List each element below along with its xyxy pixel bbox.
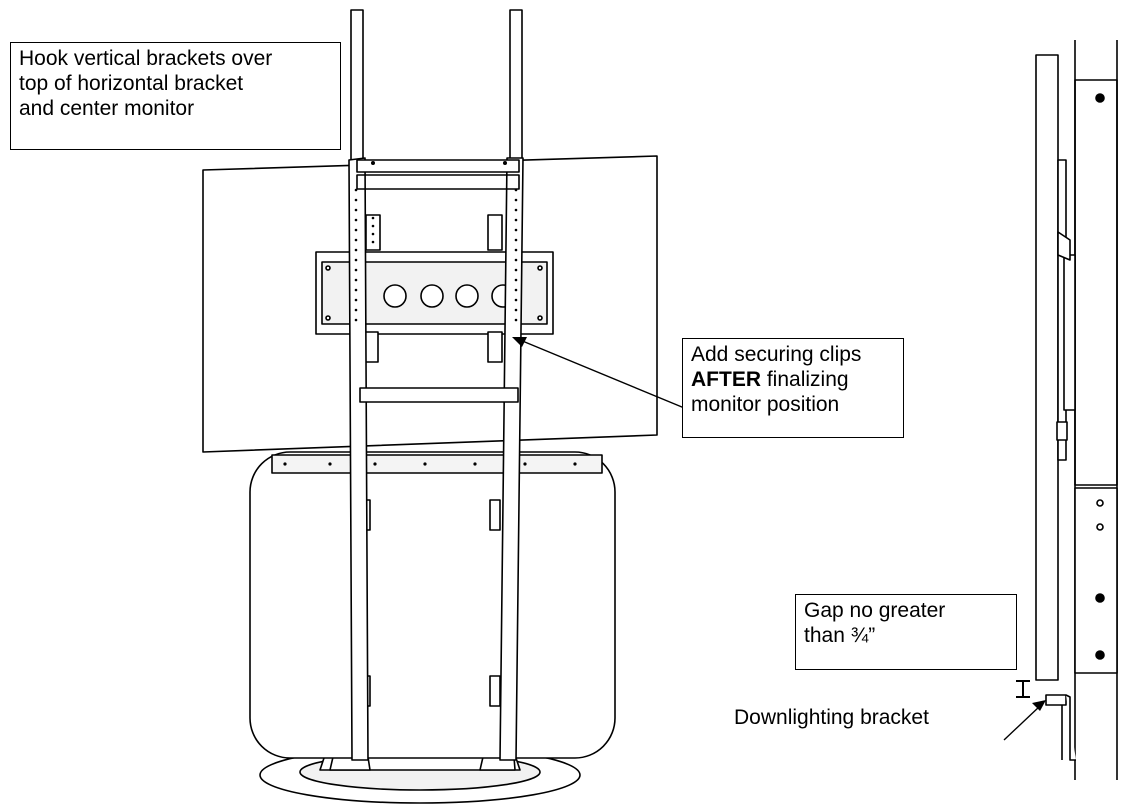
hook-brackets-callout: Hook vertical brackets over top of horiz…	[10, 42, 341, 150]
securing-clips-callout: Add securing clips AFTER finalizing moni…	[682, 338, 904, 438]
clips-callout-emphasis: AFTER	[691, 368, 761, 391]
gap-callout-line-2: than ¾”	[804, 624, 876, 647]
clips-callout-line-2-rest: finalizing	[761, 368, 849, 391]
gap-dimension	[1016, 680, 1030, 698]
gap-callout: Gap no greater than ¾”	[795, 594, 1017, 670]
clips-callout-line-3: monitor position	[691, 393, 840, 416]
vertical-uprights	[348, 9, 524, 761]
clips-callout-line-2: AFTER finalizing	[691, 367, 895, 392]
lower-panel	[249, 451, 616, 759]
clips-callout-line-1: Add securing clips	[691, 343, 862, 366]
hook-callout-line-1: Hook vertical brackets over	[19, 47, 273, 70]
gap-callout-line-1: Gap no greater	[804, 599, 946, 622]
leader-arrows	[512, 337, 1046, 741]
downlighting-bracket-label: Downlighting bracket	[734, 706, 929, 729]
hook-callout-line-2: top of horizontal bracket	[19, 72, 244, 95]
side-view	[1035, 40, 1118, 780]
hook-callout-line-3: and center monitor	[19, 97, 195, 120]
